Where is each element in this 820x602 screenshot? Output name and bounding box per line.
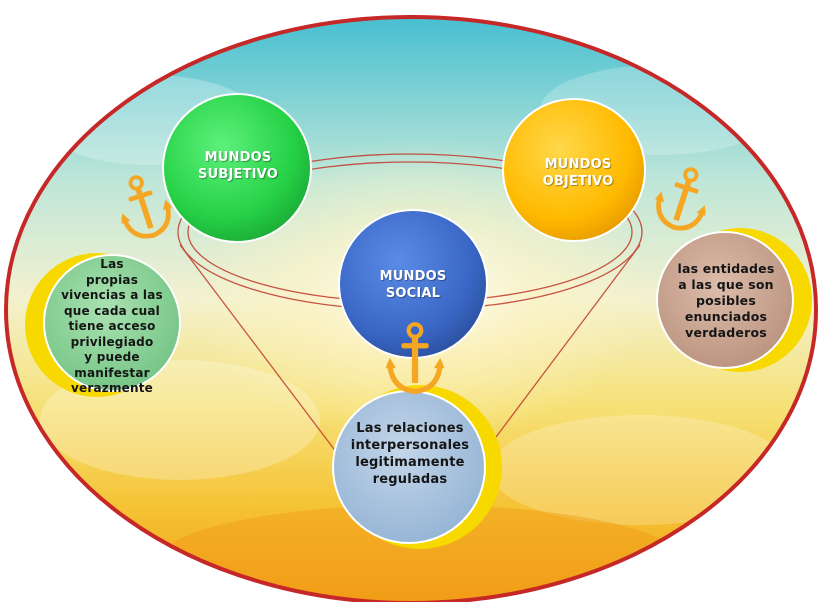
node-objetivo-title: MUNDOS OBJETIVO <box>542 157 614 189</box>
node-subjetivo-title: MUNDOS SUBJETIVO <box>198 150 278 182</box>
desc-objetivo-text: las entidades a las que son posibles enu… <box>677 261 775 340</box>
node-objetivo <box>502 98 646 242</box>
node-social-title: MUNDOS SOCIAL <box>379 269 447 301</box>
desc-circle-subjetivo <box>43 254 181 392</box>
desc-circle-objetivo <box>656 231 794 369</box>
node-subjetivo <box>162 93 312 243</box>
desc-social-text: Las relaciones interpersonales legitimam… <box>350 421 470 487</box>
desc-subjetivo-text: Las propias vivencias a las que cada cua… <box>61 257 163 396</box>
